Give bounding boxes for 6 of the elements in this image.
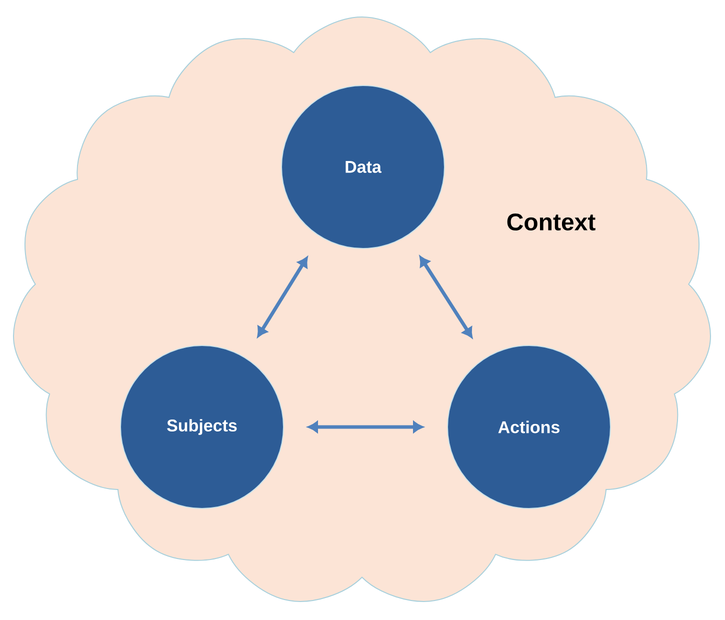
arrow bbox=[257, 257, 308, 337]
circle-node: Data bbox=[281, 85, 445, 249]
circle-node: Actions bbox=[447, 345, 611, 509]
arrow bbox=[308, 422, 423, 432]
circle-node: Subjects bbox=[120, 345, 284, 509]
arrow bbox=[420, 256, 472, 338]
